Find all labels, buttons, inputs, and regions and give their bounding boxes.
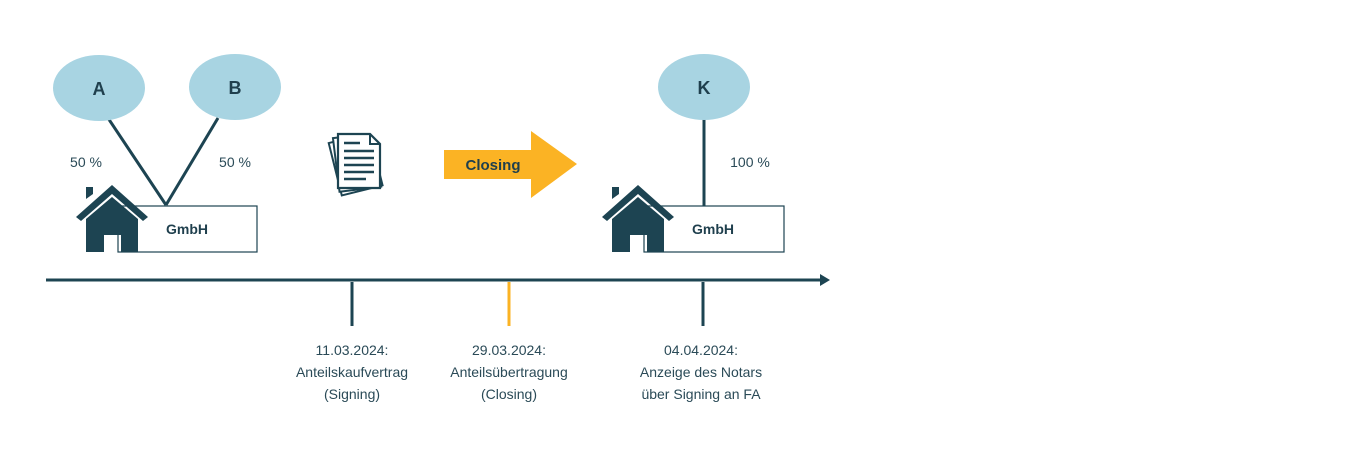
event-line: 29.03.2024: xyxy=(472,342,546,358)
event-line: 04.04.2024: xyxy=(664,342,738,358)
event-line: Anteilskaufvertrag xyxy=(296,364,408,380)
event-line: (Closing) xyxy=(481,386,537,402)
ownership-line-b xyxy=(164,117,220,206)
event-line: Anteilsübertragung xyxy=(450,364,568,380)
arrow-right-icon xyxy=(444,131,577,198)
timeline-event-signing: 11.03.2024: Anteilskaufvertrag (Signing) xyxy=(296,342,408,402)
ownership-line-a xyxy=(106,117,168,206)
owner-a-bubble xyxy=(53,55,145,121)
before-structure: A B 50 % 50 % GmbH xyxy=(53,54,281,253)
share-a-label: 50 % xyxy=(70,154,102,170)
timeline-event-closing: 29.03.2024: Anteilsübertragung (Closing) xyxy=(450,342,568,402)
closing-arrow-label: Closing xyxy=(466,157,521,174)
owner-b-bubble xyxy=(189,54,281,120)
owner-k-bubble xyxy=(658,54,750,120)
event-line: 11.03.2024: xyxy=(316,342,389,358)
owner-a-label: A xyxy=(93,79,106,99)
owner-k-label: K xyxy=(698,78,711,98)
timeline: 11.03.2024: Anteilskaufvertrag (Signing)… xyxy=(46,274,830,402)
share-k-label: 100 % xyxy=(730,154,770,170)
event-line: über Signing an FA xyxy=(641,386,761,402)
timeline-event-notice: 04.04.2024: Anzeige des Notars über Sign… xyxy=(640,342,762,402)
house-icon xyxy=(602,185,674,252)
owner-b-label: B xyxy=(229,78,242,98)
company-label-before: GmbH xyxy=(166,221,208,237)
share-b-label: 50 % xyxy=(219,154,251,170)
after-structure: K 100 % GmbH xyxy=(602,54,785,253)
timeline-arrowhead xyxy=(820,274,830,286)
company-label-after: GmbH xyxy=(692,221,734,237)
event-line: (Signing) xyxy=(324,386,380,402)
event-line: Anzeige des Notars xyxy=(640,364,762,380)
documents-icon xyxy=(327,132,384,197)
house-icon xyxy=(76,185,148,252)
